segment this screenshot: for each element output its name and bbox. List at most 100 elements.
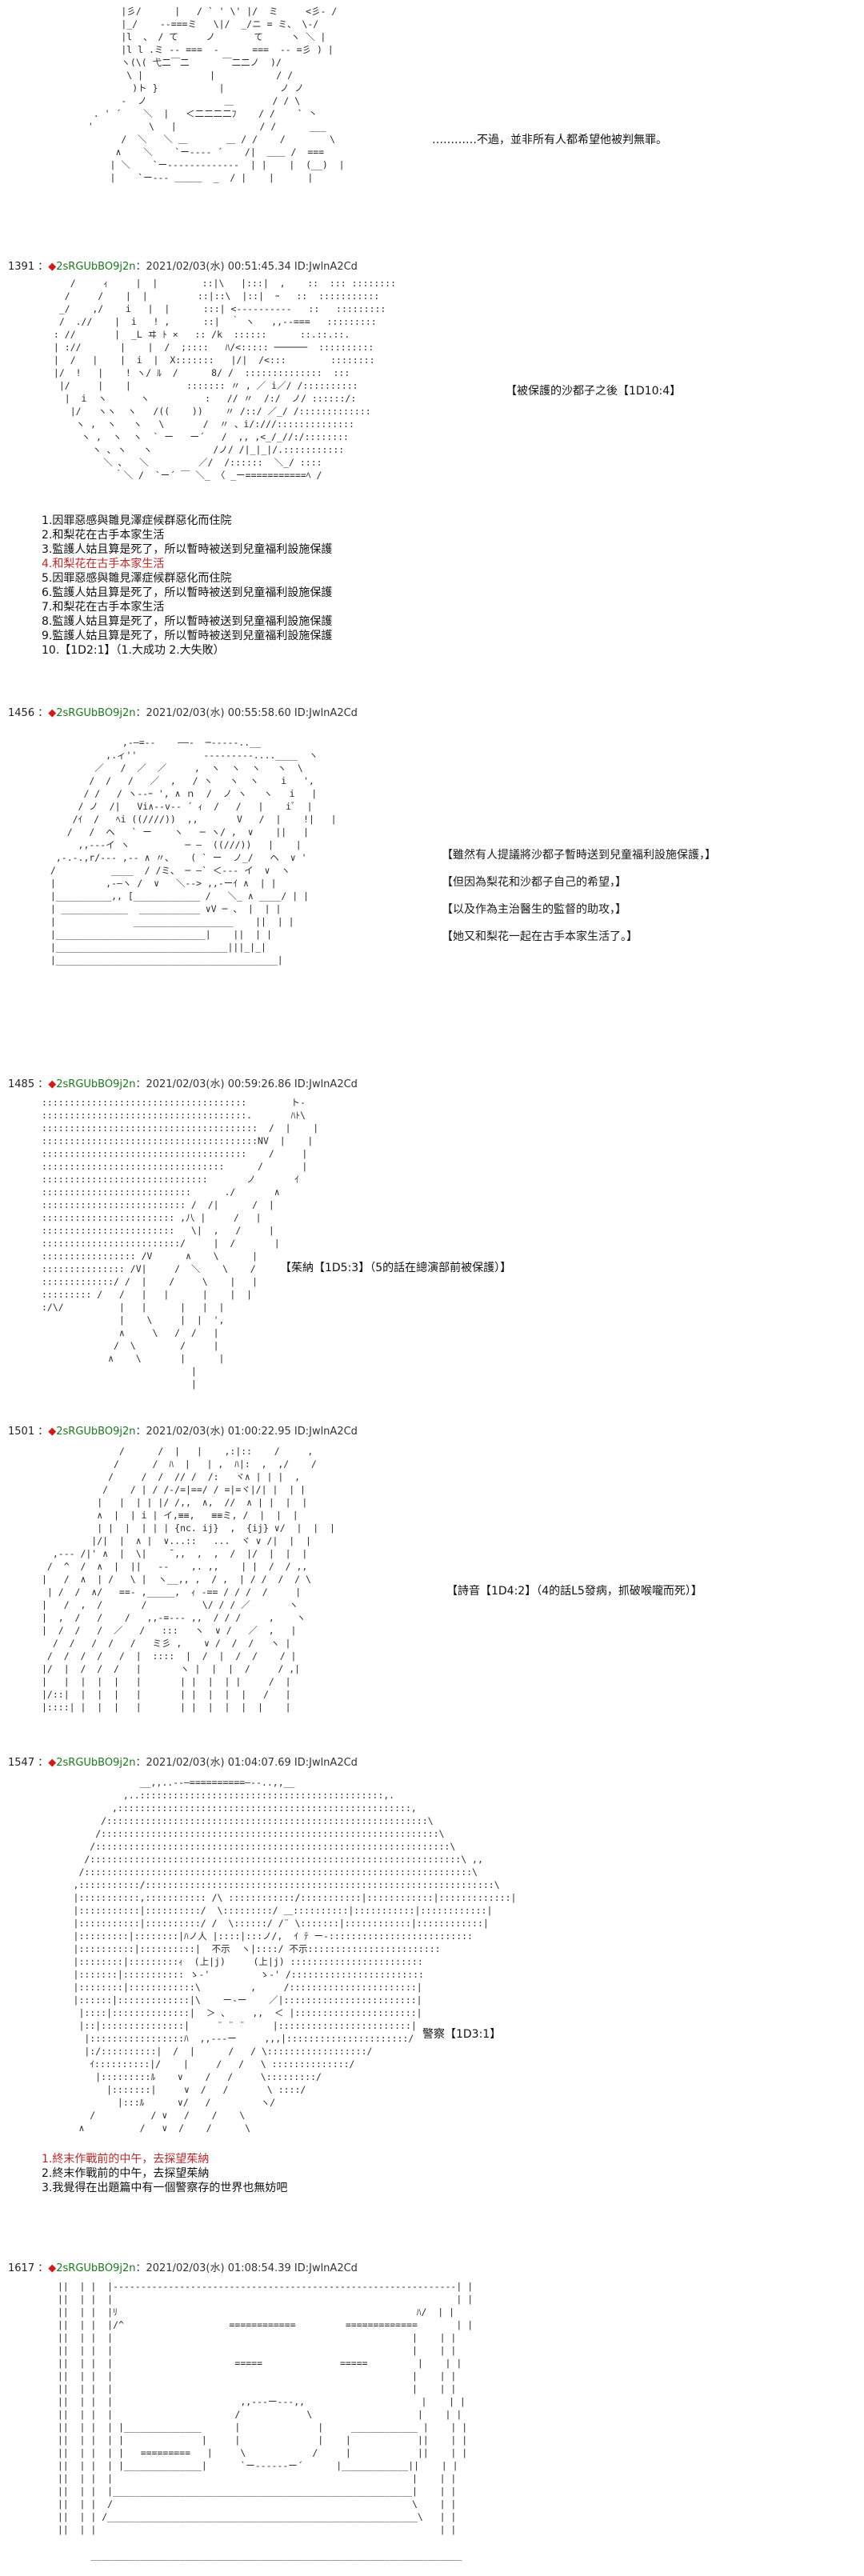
aa-line: || | | |ﾘ ﾊ/ | | <box>46 2306 454 2318</box>
aa-line: | ＼ `ー------------- | | | (__) | <box>77 159 345 170</box>
aa-line: |/ | | ::::::: 〃 , ／ i／/ /:::::::::: <box>48 380 358 391</box>
aa-line: ∧ | | i | イ,≡≡, ≡≡ミ, / | | | <box>42 1510 298 1521</box>
aa-line: :::::::::::::::::::::::::::::::::::::. ﾊ… <box>42 1110 306 1121</box>
trip-diamond-icon: ◆ <box>48 707 57 719</box>
aa-line: /:::::::::::::::::::::::::::::::::::::::… <box>40 1815 434 1826</box>
aa-line: ,.ィ'' ---------....____ ヽ <box>45 750 318 761</box>
ascii-art-police: __,,..--―==========―--..,,__ ,..::::::::… <box>40 1776 517 2134</box>
aa-line: :::::::::::::::::::::::::/ | / | <box>42 1238 280 1249</box>
aa-line: ヽ , ヽ ヽ \ / 〃 、i/:///:::::::::::::: <box>48 418 354 430</box>
post-header: 1456 ：◆2sRGUbBO9j2n：2021/02/03(水) 00:55:… <box>8 707 358 719</box>
aa-line: |::::|::::::::::::::| ＞ 、 ,, ＜ |::::::::… <box>40 2007 422 2018</box>
aa-line: / / | | ,:|:: / , <box>42 1446 314 1457</box>
aa-line: |_______________________________________… <box>45 954 283 966</box>
post-number[interactable]: 1391 <box>8 261 35 273</box>
aa-line: | \ | | ', <box>42 1314 225 1326</box>
aa-line: ::::::::: / / | | | | | <box>42 1289 253 1300</box>
list-item: 2.終末作戰前的中午，去探望茱納 <box>42 2167 210 2180</box>
ascii-art-satoko: / ｨ | | ::|\ |:::| , :: ::: :::::::: / /… <box>48 277 396 482</box>
aa-line: || | | | / \ | | | <box>46 2409 462 2420</box>
aa-line: |_/ --===ミ \|/ _/ニ = ミ、 \-/ <box>77 18 319 30</box>
aa-line: / ＼ ＼ ＿ ＿ / / / \ <box>77 134 335 145</box>
aa-line: |l 、 / て ノ て ヽ ＼ | <box>77 31 326 42</box>
aa-line: / / / / / | :::: | / | / / / | <box>42 1650 297 1662</box>
trip-diamond-icon: ◆ <box>48 261 57 273</box>
post-meta: ：2021/02/03(水) 01:04:07.69 ID:JwlnA2Cd <box>135 1757 358 1769</box>
aa-line: |:::ﾙ ∨/ / ヽ/ <box>40 2097 276 2108</box>
aa-line: || | | | |______________ | | ___________… <box>46 2422 468 2433</box>
aa-line: ::::::::::::::::: /V ∧ \ | <box>42 1250 258 1262</box>
roll-caption: 【被保護的沙都子之後【1D10:4】 <box>506 385 682 398</box>
list-item: 4.和梨花在古手本家生活 <box>42 558 165 570</box>
post-number[interactable]: 1617 <box>8 2262 35 2274</box>
author-trip[interactable]: 2sRGUbBO9j2n <box>56 2262 136 2274</box>
aa-line: || | | | | | | <box>46 2370 457 2382</box>
ascii-art-character-top: |彡/ | / ` ' \' |/ ミ <彡- / |_/ --===ミ \|/… <box>77 5 345 184</box>
aa-line: ,,---イ ヽ ─ ― ((///)) | | <box>45 839 302 850</box>
aa-line: || | | | ===== ===== | | | <box>46 2358 462 2369</box>
aa-line: / / | | ::|::\ |::| ｰ :: ::::::::::: <box>48 290 380 302</box>
aa-line: ,-.-.,r/--- ,-- ∧ 〃、 ( ` ー ノ_/ ヘ ∨ ' <box>45 852 307 863</box>
aa-line: | / | | i | X::::::: |/| /<::: :::::::: <box>48 354 375 366</box>
aa-line: |::::| | | | | | | | | | | | <box>42 1702 291 1713</box>
roll-caption: 【茱納【1D5:3】（5的話在總演部前被保護）】 <box>280 1262 512 1274</box>
author-trip[interactable]: 2sRGUbBO9j2n <box>56 1078 136 1090</box>
aa-line: | ____________ ___________ ∨V ─ 、 | | | <box>45 903 282 914</box>
aa-line: ∧ ＼ `ー---- ´ /| ＿＿ / === <box>77 146 325 158</box>
aa-line: ／ / ／ ／ , ヽ ヽ ヽ ヽ \ <box>45 762 303 774</box>
aa-line: _/ ,/ i | | :::| <---------- :: ::::::::… <box>48 303 386 314</box>
aa-line: |:::::::::::,::::::::::: /\ ::::::::::::… <box>40 1892 517 1903</box>
aa-line: ________________________________________… <box>46 2550 462 2561</box>
aa-line: / / | / /-/=|==/ / =|=ヾ|/| | | | <box>42 1484 306 1495</box>
aa-line: /:::::::::::::::::::::::::::::::::::::::… <box>40 1854 483 1865</box>
aa-line: || | | /________________________________… <box>46 2511 457 2522</box>
roll-caption: 【詩音【1D4:2】（4的話L5發病，抓破喉嚨而死）】 <box>446 1585 702 1598</box>
aa-line: |::::::::::|::::::::::| 不示 ヽ|::::/ 不示:::… <box>40 1943 441 1954</box>
narration-line: 【以及作為主治醫生的監督的助攻，】 <box>442 903 626 916</box>
post-meta: ：2021/02/03(水) 00:59:26.86 ID:JwlnA2Cd <box>135 1078 358 1090</box>
aa-line: /ｲ / ﾍi ((////)) ,, V / | !| | <box>45 814 337 825</box>
post-header: 1617 ：◆2sRGUbBO9j2n：2021/02/03(水) 01:08:… <box>8 2262 358 2274</box>
list-item: 1.因罪惡感與雛見澤症候群惡化而住院 <box>42 514 232 527</box>
aa-line: :::::::::::::::::::::::::::::: ノ ｲ <box>42 1174 299 1185</box>
ascii-art-juna: ::::::::::::::::::::::::::::::::::::: ト-… <box>42 1096 318 1390</box>
author-trip[interactable]: 2sRGUbBO9j2n <box>56 261 136 273</box>
aa-line: ヽ ､ ヽ ヽ /ノ/ /|_|_|/.::::::::::: <box>48 444 345 455</box>
aa-line: | , / / / ,,-=--- ,, / / / , ヽ <box>42 1612 306 1623</box>
aa-line: | __________________ || | | <box>45 916 294 927</box>
narration-line: 【但因為梨花和沙都子自己的希望，】 <box>442 876 626 889</box>
aa-line: :::::::::::::/ / | / \ | | <box>42 1276 258 1287</box>
author-trip[interactable]: 2sRGUbBO9j2n <box>56 1757 136 1769</box>
aa-line: ｀＼ / `ー´ ￣ ＼_ 〈 _ー===========ﾍ / <box>48 470 322 481</box>
aa-line: / ｨ | | ::|\ |:::| , :: ::: :::::::: <box>48 278 397 289</box>
aa-line: ,:::::::::::/:::::::::::::::::::::::::::… <box>40 1879 500 1890</box>
aa-line: || | | | | | | <box>46 2345 457 2356</box>
ascii-art-rika-satoko: ,-―=-- ――- ─-----..__ ,.ィ'' ---------...… <box>45 736 337 966</box>
aa-line: :::::::::::::::::::::::::: / /| / | <box>42 1199 274 1210</box>
author-trip[interactable]: 2sRGUbBO9j2n <box>56 707 136 719</box>
aa-line: |:::::::| ∨ / / \ ::::/ <box>40 2084 306 2095</box>
aa-line: || | | | | <box>46 2524 457 2535</box>
aa-line: |::::::::|::::::::::::\ , /:::::::::::::… <box>40 1982 422 1993</box>
aa-line: |:/::::::::::| / | / / \::::::::::::::::… <box>40 2046 373 2057</box>
aa-line: : // | _L ヰ ﾄ × :: /k :::::: ::.::.::. <box>48 329 350 340</box>
aa-line: || | | | | | | <box>46 2383 457 2394</box>
aa-line: )ト } | ノ ノ <box>77 82 304 94</box>
list-item: 3.我覺得在出題篇中有一個警察存的世界也無妨吧 <box>42 2182 288 2194</box>
aa-line: ｲ::::::::::|/ | / / \ ::::::::::::::/ <box>40 2058 355 2070</box>
post-meta: ：2021/02/03(水) 00:55:58.60 ID:JwlnA2Cd <box>135 707 358 719</box>
post-number[interactable]: 1501 <box>8 1426 35 1438</box>
aa-line: / ____ / /ミ、 ─ ―` ＜--- イ ∨ ヽ <box>45 865 290 876</box>
author-trip[interactable]: 2sRGUbBO9j2n <box>56 1426 136 1438</box>
post-number[interactable]: 1547 <box>8 1757 35 1769</box>
post-number[interactable]: 1485 <box>8 1078 35 1090</box>
aa-line: /:::::::::::::::::::::::::::::::::::::::… <box>40 1866 478 1878</box>
post-header: 1485 ：◆2sRGUbBO9j2n：2021/02/03(水) 00:59:… <box>8 1078 358 1090</box>
aa-line: / / ﾊ | | , ﾊ|: , ,/ / <box>42 1458 317 1470</box>
list-item: 1.終末作戰前的中午，去探望茱納 <box>42 2153 210 2166</box>
post-header: 1547 ：◆2sRGUbBO9j2n：2021/02/03(水) 01:04:… <box>8 1757 358 1769</box>
aa-line: ::::::::::::::::::::::::::::::::: / | <box>42 1161 308 1172</box>
aa-line: ::::::::::::::::::::::::::::::::::::: ト- <box>42 1097 306 1108</box>
post-number[interactable]: 1456 <box>8 707 35 719</box>
